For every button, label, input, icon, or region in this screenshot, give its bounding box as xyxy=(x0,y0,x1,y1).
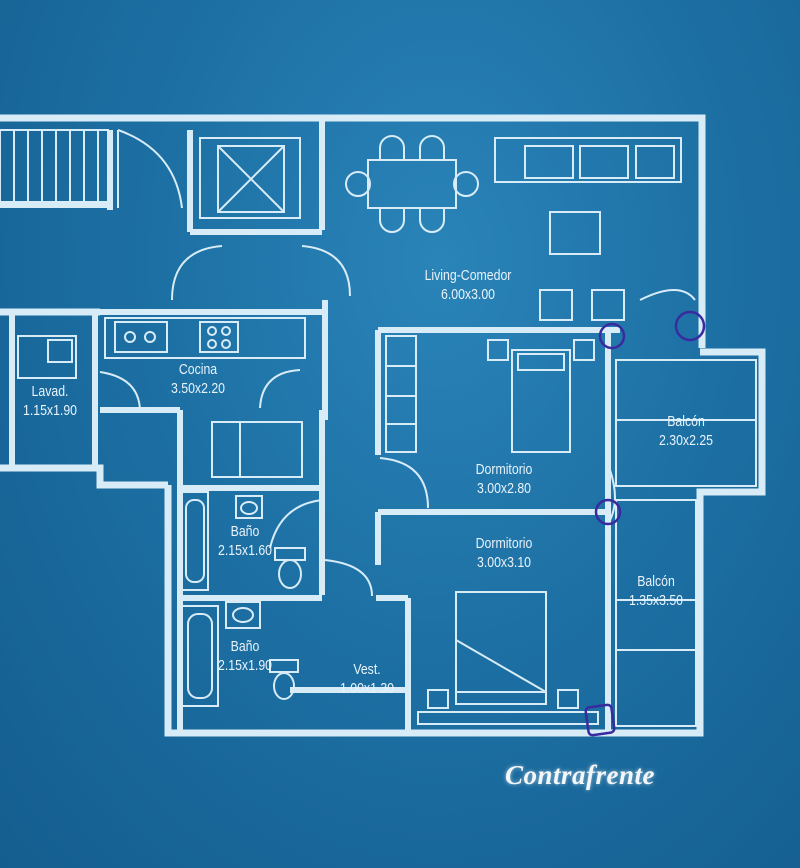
room-size: 3.00x3.10 xyxy=(476,554,532,571)
room-lavad: Lavad. 1.15x1.90 xyxy=(16,382,85,420)
room-name: Dormitorio xyxy=(475,535,533,552)
room-balcon-1: Balcón 2.30x2.25 xyxy=(645,412,727,450)
room-size: 2.15x1.60 xyxy=(217,542,273,559)
room-name: Vest. xyxy=(353,661,381,678)
stove-icon xyxy=(104,317,306,478)
room-size: 1.15x1.90 xyxy=(22,402,78,419)
dining-table-icon xyxy=(345,135,479,233)
plan-caption: Contrafrente xyxy=(505,760,656,790)
room-balcon-2: Balcón 1.35x3.50 xyxy=(618,572,693,610)
room-name: Lavad. xyxy=(31,383,69,400)
room-size: 6.00x3.00 xyxy=(440,286,496,303)
room-size: 2.15x1.90 xyxy=(217,657,273,674)
sofa-icon xyxy=(494,137,682,321)
room-name: Baño xyxy=(230,523,260,540)
room-size: 3.00x2.80 xyxy=(476,480,532,497)
sink-icon xyxy=(17,335,77,379)
outer-walls xyxy=(0,114,766,737)
room-name: Cocina xyxy=(178,361,218,378)
room-size: 1.35x3.50 xyxy=(628,592,684,609)
room-living-comedor: Living-Comedor 6.00x3.00 xyxy=(411,266,526,304)
room-cocina: Cocina 3.50x2.20 xyxy=(157,360,239,398)
hand-drawn-circle-icon xyxy=(584,310,706,737)
stairs-icon xyxy=(0,129,183,209)
bathtub-icon xyxy=(181,491,219,707)
room-bano-1: Baño 2.15x1.60 xyxy=(208,522,282,560)
room-name: Living-Comedor xyxy=(424,267,512,284)
room-vest: Vest. 1.00x1.30 xyxy=(330,660,404,698)
toilet-icon xyxy=(225,495,306,700)
room-dormitorio-1: Dormitorio 3.00x2.80 xyxy=(460,460,549,498)
door-swings xyxy=(99,245,696,597)
elevator-icon xyxy=(199,137,301,219)
bed-icon xyxy=(417,591,599,725)
bed-icon xyxy=(385,335,595,453)
room-size: 2.30x2.25 xyxy=(658,432,714,449)
room-name: Balcón xyxy=(637,573,675,590)
room-name: Dormitorio xyxy=(475,461,533,478)
room-size: 3.50x2.20 xyxy=(170,380,226,397)
room-name: Baño xyxy=(230,638,260,655)
room-bano-2: Baño 2.15x1.90 xyxy=(208,637,282,675)
interior-walls xyxy=(0,120,620,735)
room-size: 1.00x1.30 xyxy=(339,680,395,697)
room-dormitorio-2: Dormitorio 3.00x3.10 xyxy=(460,534,549,572)
balcony-railings xyxy=(615,359,757,727)
room-name: Balcón xyxy=(667,413,705,430)
